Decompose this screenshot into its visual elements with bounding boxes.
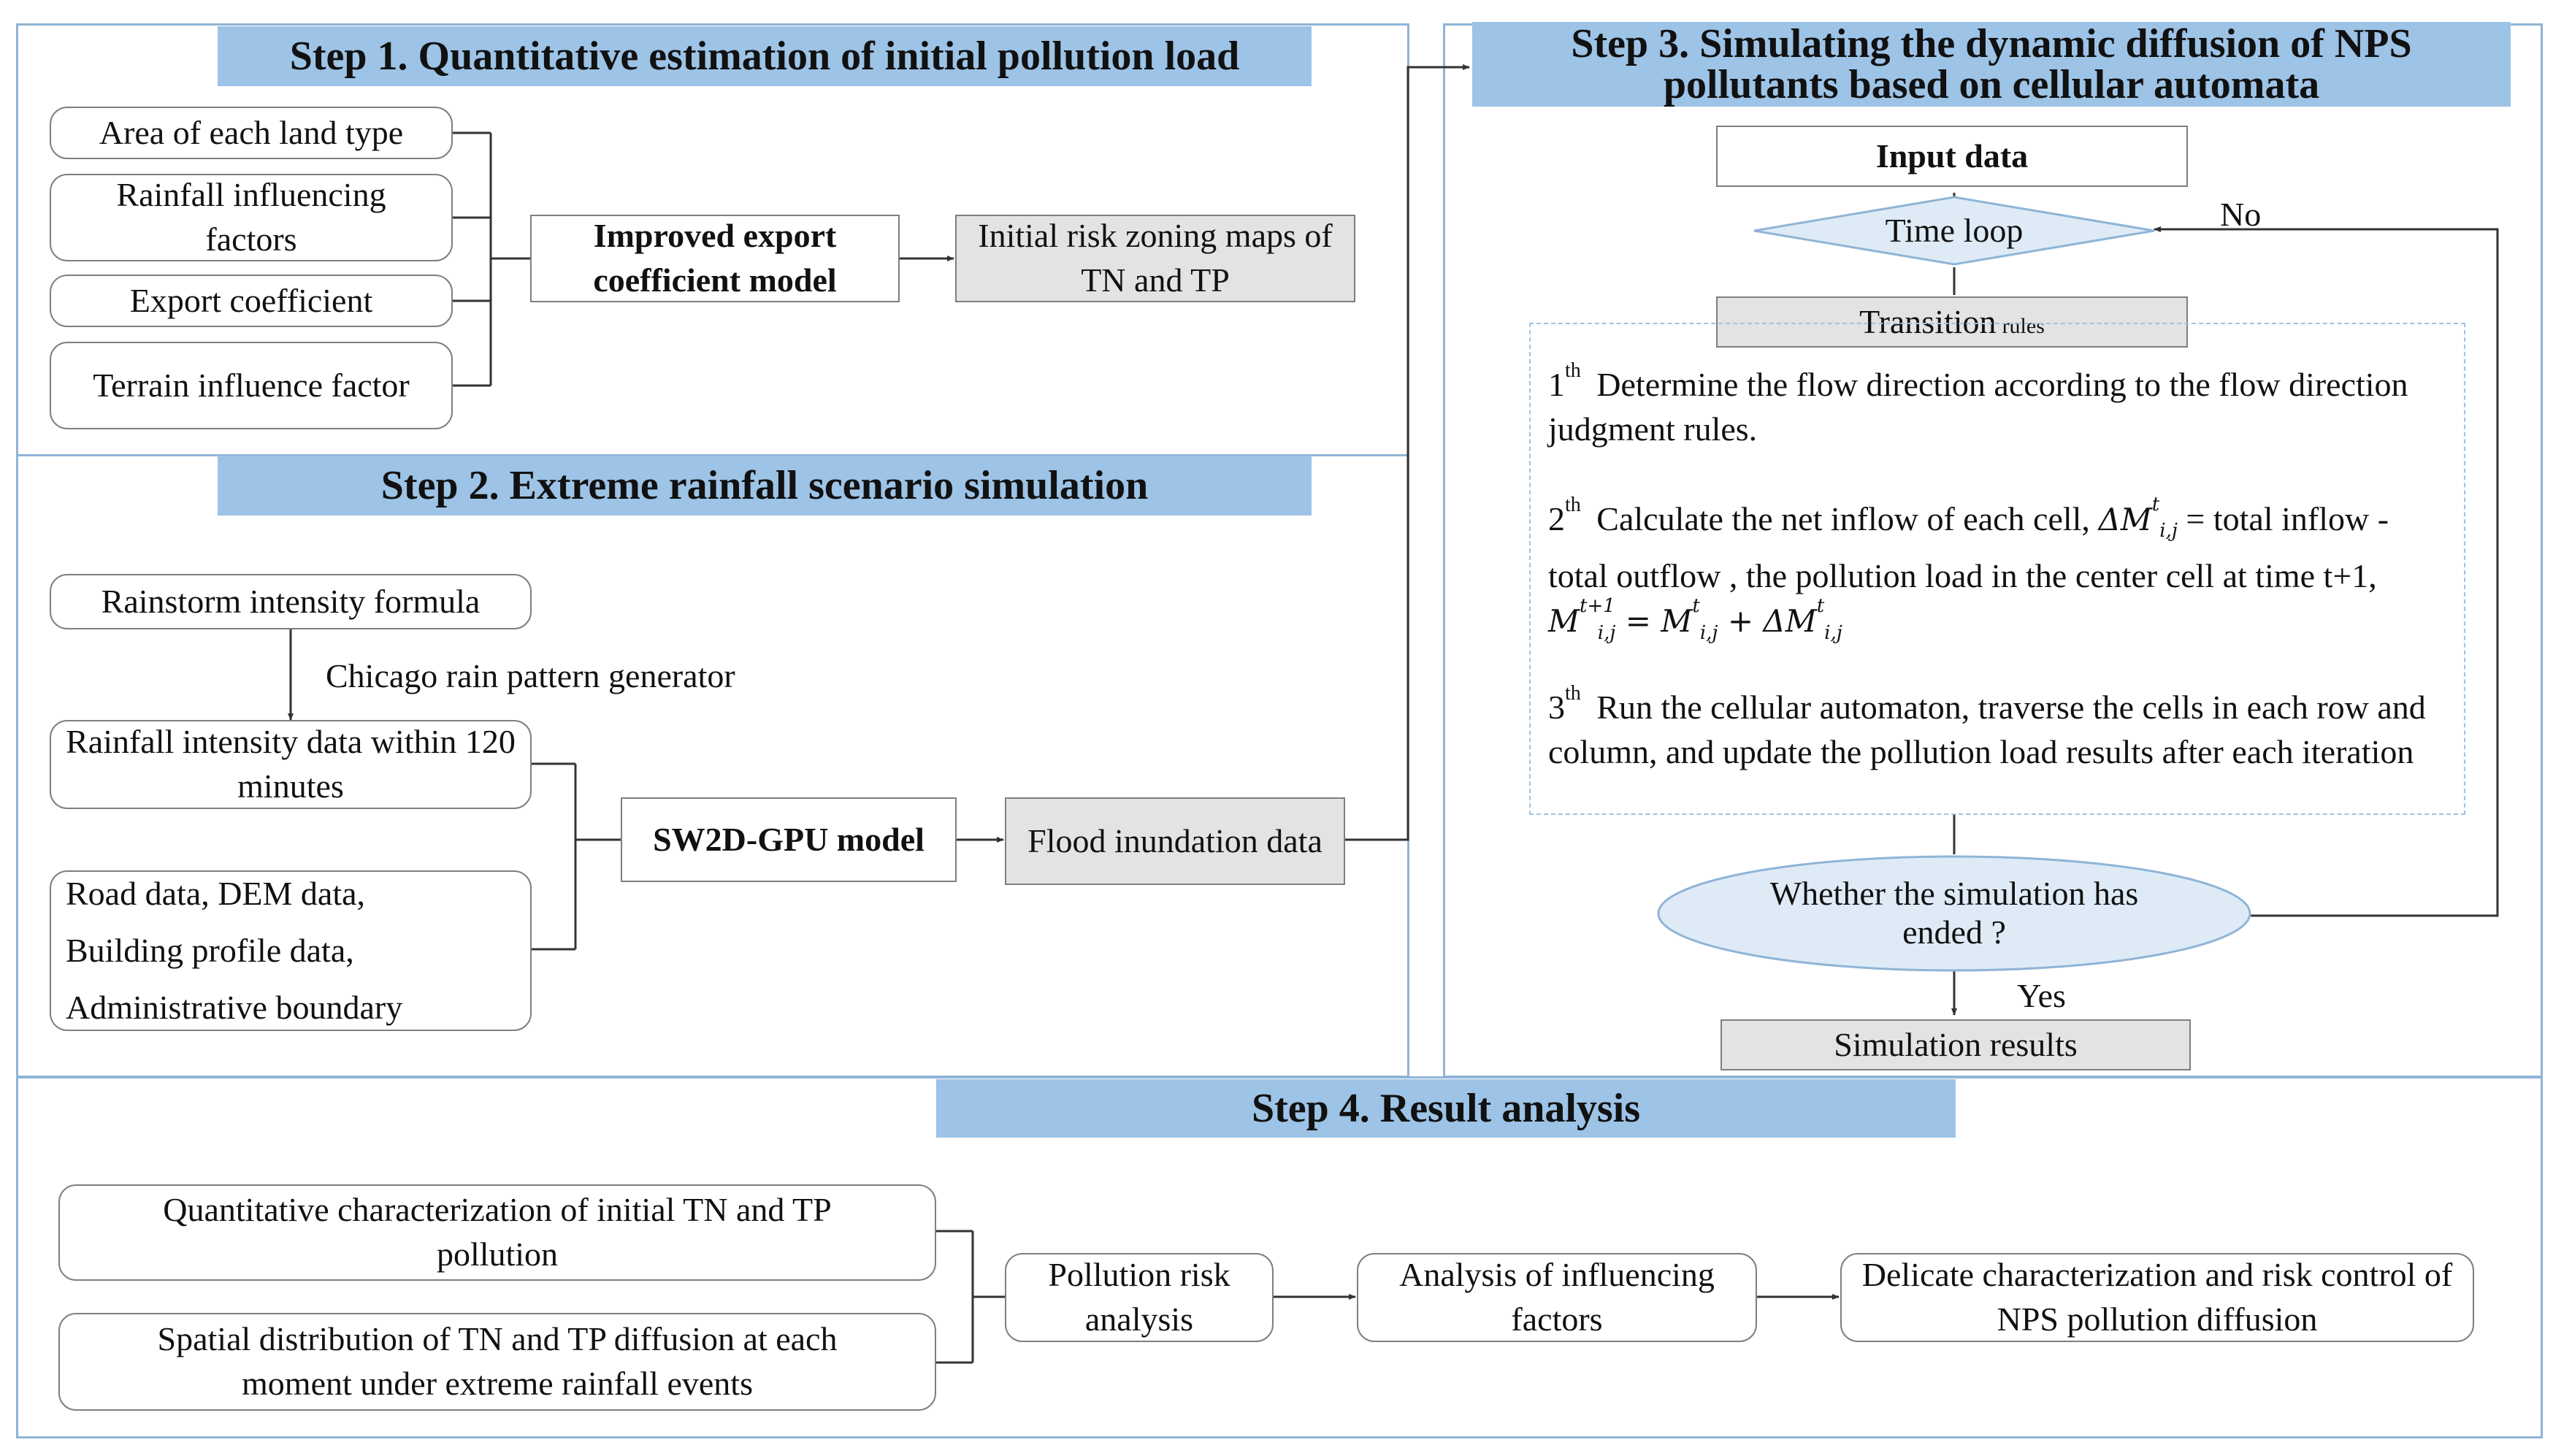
- step1-header: Step 1. Quantitative estimation of initi…: [218, 26, 1312, 86]
- transition-rules-box: Transition rules: [1716, 296, 2188, 348]
- initial-risk-zoning-maps: Initial risk zoning maps of TN and TP: [955, 215, 1355, 302]
- other-data-line-3: Administrative boundary: [66, 989, 403, 1027]
- input-export-coefficient: Export coefficient: [50, 275, 453, 327]
- decision-label: Whether the simulation has ended ?: [1769, 875, 2139, 951]
- rule-3: 3th Run the cellular automaton, traverse…: [1548, 682, 2446, 774]
- no-label: No: [2220, 196, 2262, 233]
- time-loop-label: Time loop: [1885, 212, 2024, 249]
- step4-header: Step 4. Result analysis: [936, 1079, 1956, 1138]
- other-data-line-1: Road data, DEM data,: [66, 874, 366, 912]
- rule-2-number: 2: [1548, 500, 1565, 537]
- risk-control-box: Delicate characterization and risk contr…: [1840, 1253, 2474, 1342]
- input-area-land-type: Area of each land type: [50, 107, 453, 159]
- rule-2-text-b: = total inflow - total outflow , the pol…: [1548, 500, 2389, 595]
- flood-inundation-data: Flood inundation data: [1005, 797, 1345, 885]
- rule-1-text: Determine the flow direction according t…: [1548, 366, 2408, 448]
- rule-2-text-a: Calculate the net inflow of each cell,: [1596, 500, 2099, 537]
- rule-1: 1th Determine the flow direction accordi…: [1548, 359, 2446, 451]
- step4-panel: [16, 1076, 2543, 1438]
- delta-m-formula: ΔMti,j: [2098, 494, 2178, 543]
- rainstorm-intensity-formula: Rainstorm intensity formula: [50, 574, 532, 629]
- rule-1-sup: th: [1565, 359, 1581, 382]
- spatial-distribution-diffusion: Spatial distribution of TN and TP diffus…: [58, 1313, 936, 1411]
- input-data-box: Input data: [1716, 126, 2188, 187]
- transition-rules-label: rules: [2002, 314, 2045, 339]
- initial-tn-tp-characterization: Quantitative characterization of initial…: [58, 1184, 936, 1281]
- rule-2: 2th Calculate the net inflow of each cel…: [1548, 494, 2446, 656]
- simulation-results-box: Simulation results: [1720, 1019, 2191, 1070]
- other-spatial-data: Road data, DEM data, Building profile da…: [50, 870, 532, 1031]
- rule-3-sup: th: [1565, 682, 1581, 705]
- rainfall-intensity-data: Rainfall intensity data within 120 minut…: [50, 720, 532, 809]
- chicago-rain-pattern-generator: Chicago rain pattern generator: [326, 657, 735, 694]
- rule-3-number: 3: [1548, 689, 1565, 726]
- rule-2-sup: th: [1565, 494, 1581, 516]
- step3-header: Step 3. Simulating the dynamic diffusion…: [1472, 22, 2511, 107]
- yes-label: Yes: [2017, 977, 2066, 1014]
- other-data-line-2: Building profile data,: [66, 931, 354, 969]
- transition-label: Transition: [1859, 302, 1997, 340]
- update-formula: Mt+1i,j = Mti,j + ΔMti,j: [1548, 595, 1842, 644]
- rule-3-text: Run the cellular automaton, traverse the…: [1548, 689, 2426, 770]
- transition-rules-detail: [1529, 323, 2465, 815]
- rule-1-number: 1: [1548, 366, 1565, 403]
- pollution-risk-analysis: Pollution risk analysis: [1005, 1253, 1274, 1342]
- influencing-factors-analysis: Analysis of influencing factors: [1357, 1253, 1757, 1342]
- input-terrain-factor: Terrain influence factor: [50, 342, 453, 429]
- step2-header: Step 2. Extreme rainfall scenario simula…: [218, 456, 1312, 516]
- improved-export-coefficient-model: Improved export coefficient model: [530, 215, 900, 302]
- sw2d-gpu-model: SW2D-GPU model: [621, 797, 957, 882]
- input-rainfall-factors: Rainfall influencing factors: [50, 174, 453, 261]
